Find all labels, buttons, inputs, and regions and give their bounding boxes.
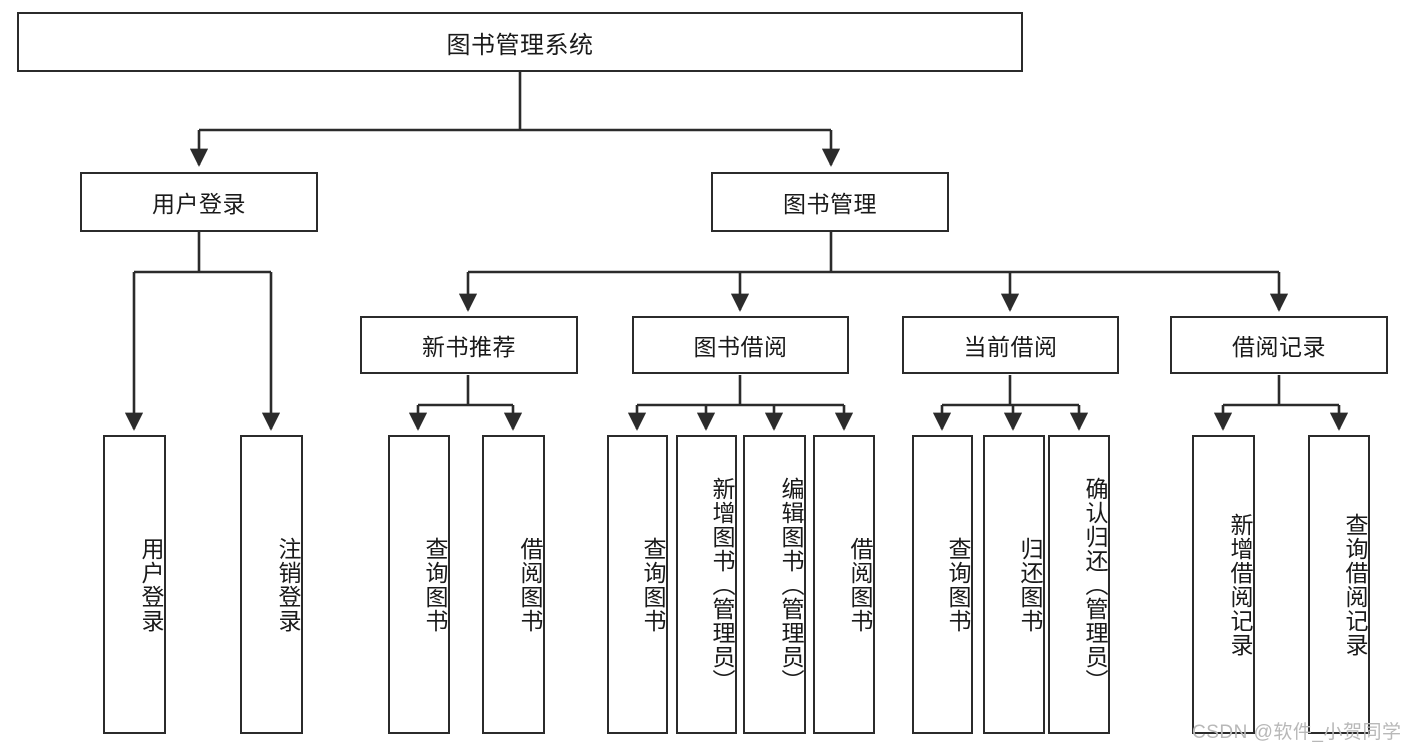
node-label: 查询借阅记录 (1342, 512, 1368, 657)
node-user-login[interactable]: 用户登录 (80, 172, 318, 232)
node-current-borrow[interactable]: 当前借阅 (902, 316, 1119, 374)
node-label: 借阅图书 (517, 536, 543, 633)
leaf-confirm-return-admin[interactable]: 确认归还（管理员） (1048, 435, 1110, 734)
node-label: 当前借阅 (963, 334, 1058, 360)
node-label: 查询图书 (640, 536, 666, 633)
node-label: 图书管理系统 (446, 31, 594, 59)
node-label: 归还图书 (1017, 536, 1043, 633)
node-book-borrow[interactable]: 图书借阅 (632, 316, 849, 374)
leaf-add-borrow-record[interactable]: 新增借阅记录 (1192, 435, 1255, 734)
leaf-query-book-recommend[interactable]: 查询图书 (388, 435, 450, 734)
node-label: 用户登录 (152, 191, 246, 217)
node-label: 借阅记录 (1232, 334, 1326, 360)
node-label: 查询图书 (422, 536, 448, 633)
node-label: 用户登录 (138, 536, 164, 633)
node-label: 新书推荐 (422, 334, 516, 360)
leaf-logout[interactable]: 注销登录 (240, 435, 303, 734)
csdn-watermark: CSDN @软件_小贺同学 (1192, 722, 1402, 743)
node-new-book-recommend[interactable]: 新书推荐 (360, 316, 578, 374)
node-label: 借阅图书 (847, 536, 873, 633)
leaf-user-login[interactable]: 用户登录 (103, 435, 166, 734)
node-label: 新增借阅记录 (1227, 512, 1253, 657)
leaf-borrow-book-recommend[interactable]: 借阅图书 (482, 435, 545, 734)
leaf-borrow-book[interactable]: 借阅图书 (813, 435, 875, 734)
leaf-query-borrow-record[interactable]: 查询借阅记录 (1308, 435, 1370, 734)
leaf-return-book[interactable]: 归还图书 (983, 435, 1045, 734)
node-label: 注销登录 (275, 536, 301, 633)
leaf-query-book-borrow[interactable]: 查询图书 (607, 435, 668, 734)
node-label: 编辑图书（管理员） (778, 476, 804, 693)
node-root-system[interactable]: 图书管理系统 (17, 12, 1023, 72)
node-label: 确认归还（管理员） (1082, 476, 1108, 693)
node-label: 新增图书（管理员） (709, 476, 735, 693)
leaf-add-book-admin[interactable]: 新增图书（管理员） (676, 435, 737, 734)
leaf-query-book-current[interactable]: 查询图书 (912, 435, 973, 734)
node-label: 图书借阅 (693, 334, 788, 360)
node-label: 查询图书 (945, 536, 971, 633)
node-borrow-record[interactable]: 借阅记录 (1170, 316, 1388, 374)
node-book-management[interactable]: 图书管理 (711, 172, 949, 232)
node-label: 图书管理 (783, 191, 877, 217)
leaf-edit-book-admin[interactable]: 编辑图书（管理员） (743, 435, 806, 734)
